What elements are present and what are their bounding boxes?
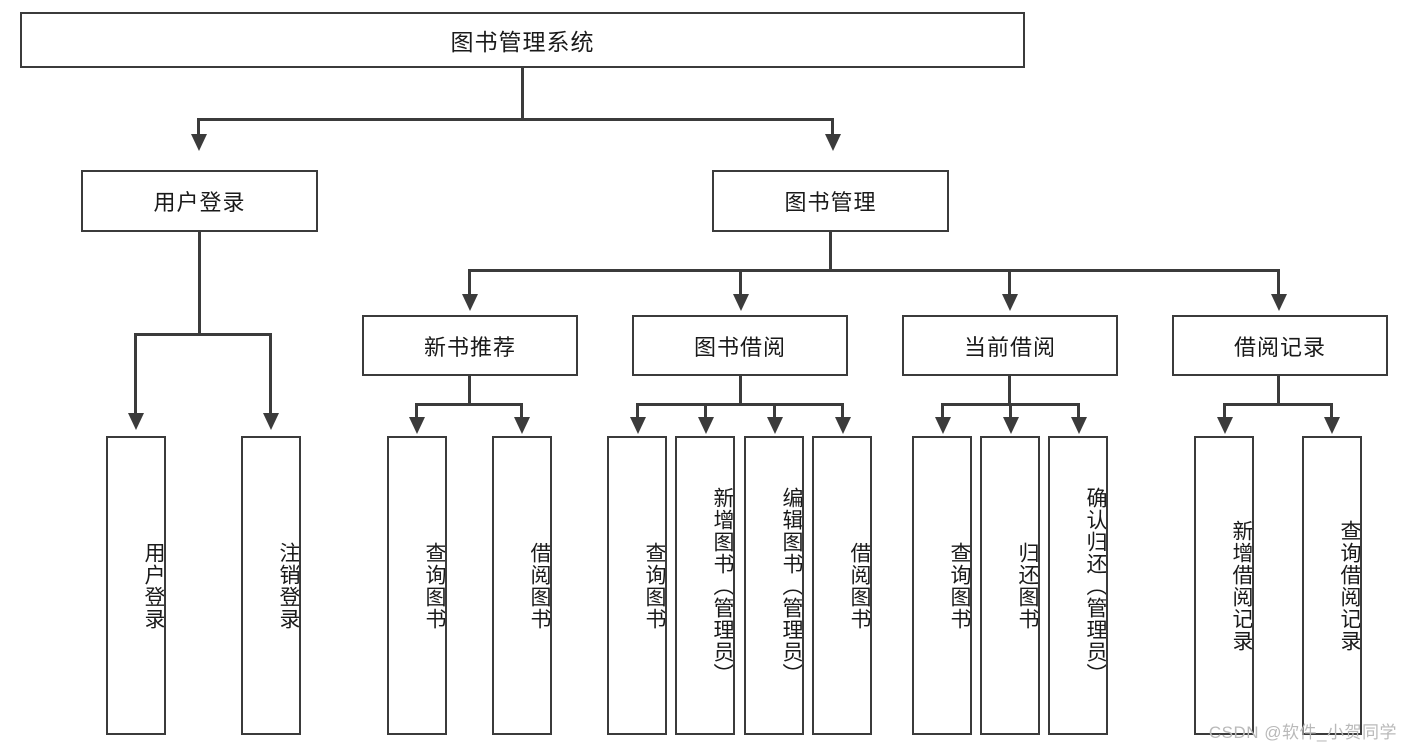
node-label: 借阅图书	[848, 541, 871, 630]
connector-bm-to-borrow-record	[1277, 269, 1280, 296]
connector-user-login-stem	[198, 232, 201, 336]
arrow-down-icon	[825, 134, 841, 151]
node-label: 编辑图书（管理员）	[780, 486, 803, 685]
leaf-query-book-borrow[interactable]: 查询图书	[607, 436, 667, 735]
leaf-borrow-book-recommend[interactable]: 借阅图书	[492, 436, 552, 735]
connector-user-login-leaf-1	[134, 333, 137, 415]
node-label: 查询图书	[948, 541, 971, 630]
arrow-down-icon	[630, 417, 646, 434]
node-label: 当前借阅	[963, 334, 1056, 360]
connector-borrow-record-stem	[1277, 376, 1280, 406]
node-root-book-management-system[interactable]: 图书管理系统	[20, 12, 1025, 68]
connector-root-bar	[197, 118, 834, 121]
arrow-down-icon	[1071, 417, 1087, 434]
arrow-down-icon	[263, 413, 279, 430]
node-label: 新增图书（管理员）	[711, 486, 734, 685]
node-label: 图书借阅	[693, 334, 786, 360]
connector-bm-to-new-book	[468, 269, 471, 296]
node-label: 借阅记录	[1233, 334, 1326, 360]
arrow-down-icon	[409, 417, 425, 434]
leaf-user-login[interactable]: 用户登录	[106, 436, 166, 735]
connector-book-management-stem	[829, 232, 832, 272]
connector-book-management-bar	[468, 269, 1280, 272]
connector-bm-to-book-borrow	[739, 269, 742, 296]
arrow-down-icon	[128, 413, 144, 430]
node-new-book-recommend[interactable]: 新书推荐	[362, 315, 578, 376]
connector-current-borrow-stem	[1008, 376, 1011, 406]
connector-borrow-record-bar	[1223, 403, 1333, 406]
connector-current-borrow-leaf-2	[1009, 403, 1012, 419]
node-label: 查询借阅记录	[1338, 519, 1361, 652]
node-label: 确认归还（管理员）	[1084, 486, 1107, 685]
connector-book-borrow-leaf-4	[841, 403, 844, 419]
connector-new-book-leaf-1	[415, 403, 418, 419]
node-user-login[interactable]: 用户登录	[81, 170, 318, 232]
connector-root-to-book-management	[831, 118, 834, 136]
leaf-add-borrow-record[interactable]: 新增借阅记录	[1194, 436, 1254, 735]
connector-book-borrow-leaf-1	[636, 403, 639, 419]
node-label: 新书推荐	[423, 334, 516, 360]
connector-book-borrow-stem	[739, 376, 742, 406]
node-label: 查询图书	[423, 541, 446, 630]
node-label: 借阅图书	[528, 541, 551, 630]
leaf-return-book[interactable]: 归还图书	[980, 436, 1040, 735]
leaf-query-book-current[interactable]: 查询图书	[912, 436, 972, 735]
arrow-down-icon	[1002, 294, 1018, 311]
connector-book-borrow-bar	[636, 403, 844, 406]
leaf-query-borrow-record[interactable]: 查询借阅记录	[1302, 436, 1362, 735]
arrow-down-icon	[767, 417, 783, 434]
arrow-down-icon	[1324, 417, 1340, 434]
node-book-borrow[interactable]: 图书借阅	[632, 315, 848, 376]
node-book-management[interactable]: 图书管理	[712, 170, 949, 232]
connector-bm-to-current-borrow	[1008, 269, 1011, 296]
connector-book-borrow-leaf-2	[704, 403, 707, 419]
connector-book-borrow-leaf-3	[773, 403, 776, 419]
node-label: 注销登录	[277, 541, 300, 630]
connector-borrow-record-leaf-1	[1223, 403, 1226, 419]
arrow-down-icon	[1003, 417, 1019, 434]
connector-new-book-stem	[468, 376, 471, 406]
connector-root-to-user-login	[197, 118, 200, 136]
node-label: 归还图书	[1016, 541, 1039, 630]
arrow-down-icon	[935, 417, 951, 434]
arrow-down-icon	[1217, 417, 1233, 434]
connector-user-login-leaf-2	[269, 333, 272, 415]
arrow-down-icon	[733, 294, 749, 311]
connector-current-borrow-leaf-1	[941, 403, 944, 419]
leaf-query-book-recommend[interactable]: 查询图书	[387, 436, 447, 735]
watermark-text: CSDN @软件_小贺同学	[1208, 723, 1397, 742]
node-label: 图书管理	[784, 190, 877, 215]
connector-user-login-bar	[134, 333, 272, 336]
arrow-down-icon	[835, 417, 851, 434]
connector-new-book-bar	[415, 403, 523, 406]
node-label: 新增借阅记录	[1230, 519, 1253, 652]
arrow-down-icon	[191, 134, 207, 151]
connector-root-stem	[521, 68, 524, 120]
node-label: 查询图书	[643, 541, 666, 630]
arrow-down-icon	[1271, 294, 1287, 311]
leaf-edit-book-admin[interactable]: 编辑图书（管理员）	[744, 436, 804, 735]
node-current-borrow[interactable]: 当前借阅	[902, 315, 1118, 376]
node-borrow-record[interactable]: 借阅记录	[1172, 315, 1388, 376]
leaf-add-book-admin[interactable]: 新增图书（管理员）	[675, 436, 735, 735]
arrow-down-icon	[698, 417, 714, 434]
leaf-logout[interactable]: 注销登录	[241, 436, 301, 735]
node-label: 图书管理系统	[450, 29, 595, 55]
leaf-confirm-return-admin[interactable]: 确认归还（管理员）	[1048, 436, 1108, 735]
node-label: 用户登录	[142, 541, 165, 630]
connector-new-book-leaf-2	[520, 403, 523, 419]
leaf-borrow-book[interactable]: 借阅图书	[812, 436, 872, 735]
arrow-down-icon	[462, 294, 478, 311]
connector-borrow-record-leaf-2	[1330, 403, 1333, 419]
node-label: 用户登录	[153, 190, 246, 215]
arrow-down-icon	[514, 417, 530, 434]
connector-current-borrow-leaf-3	[1077, 403, 1080, 419]
